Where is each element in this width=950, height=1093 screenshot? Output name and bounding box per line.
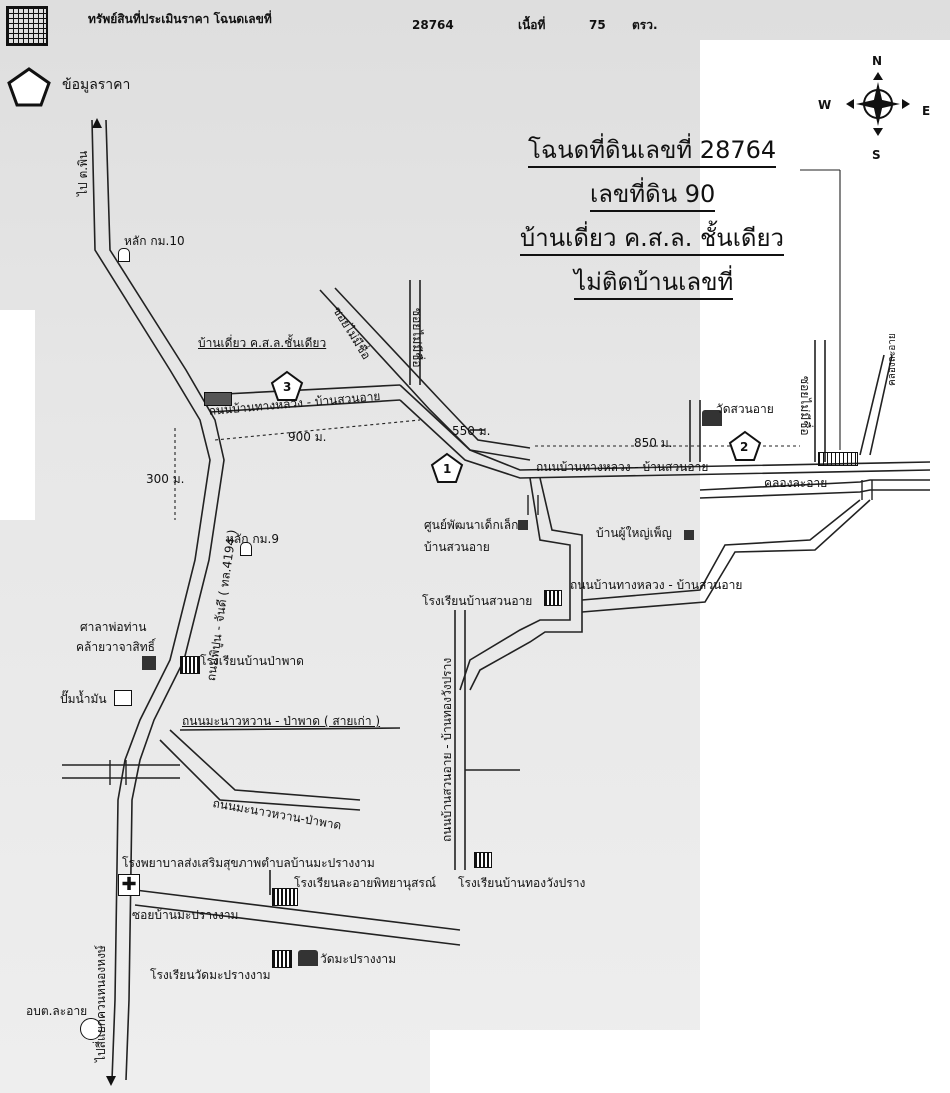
white-patch-bottom: [430, 1030, 950, 1093]
label-km9: หลัก กม.9: [226, 532, 279, 546]
label-school-thong: โรงเรียนบ้านทองวังปราง: [458, 876, 586, 890]
label-road-thanghluang-2: ถนนบ้านทางหลวง - บ้านสวนอาย: [570, 578, 743, 592]
header-area-value: 75: [589, 18, 606, 32]
label-road-manaw: ถนนมะนาวหวาน - ป่าพาด ( สายเก่า ): [182, 714, 381, 728]
white-patch-left: [0, 310, 35, 520]
label-road-main: ถนนบ้านทางหลวง - บ้านสวนอาย: [536, 460, 709, 474]
label-canal-lane: คลองละอาย: [887, 333, 898, 386]
label-school-wat-maprang: โรงเรียนวัดมะปรางงาม: [150, 968, 271, 982]
compass-s: S: [872, 148, 881, 162]
marker-1: [430, 452, 464, 483]
title-no-house-no: ไม่ติดบ้านเลขที่: [574, 268, 734, 300]
gas-station-icon: [114, 690, 132, 706]
grid-legend-icon: [6, 6, 48, 46]
label-soi-maprang: ซอยบ้านมะปรางงาม: [132, 908, 239, 922]
marker-3-number: 3: [283, 380, 292, 394]
marker-2-number: 2: [740, 440, 749, 454]
label-hospital: โรงพยาบาลส่งเสริมสุขภาพตำบลบ้านมะปรางงาม: [122, 856, 375, 870]
subject-land-grid-icon: [818, 452, 858, 466]
header-area-unit: ตรว.: [632, 18, 658, 32]
label-school-laai: โรงเรียนละอายพิทยานุสรณ์: [294, 876, 437, 890]
label-tambon: อบต.ละอาย: [26, 1004, 88, 1018]
label-gas: ปั๊มน้ำมัน: [60, 692, 107, 706]
label-soi-no-name-3: ซอยไม่มีชื่อ: [798, 376, 812, 436]
title-deed: โฉนดที่ดินเลขที่ 28764: [528, 136, 777, 168]
label-dist-550: 550 ม.: [452, 424, 491, 438]
label-child-center: ศูนย์พัฒนาเด็กเล็ก: [424, 518, 519, 532]
label-house3: บ้านเดี่ยว ค.ส.ล.ชั้นเดียว: [198, 336, 327, 350]
label-km10: หลัก กม.10: [124, 234, 185, 248]
label-dist-850: 850 ม.: [634, 436, 673, 450]
header-deed-value: 28764: [412, 18, 454, 32]
house-3-icon: [204, 392, 232, 406]
km9-post-icon: [240, 542, 252, 556]
label-road-suanai-thong: ถนนบ้านสวนอาย - บ้านทองวังปราง: [440, 657, 454, 842]
km10-post-icon: [118, 248, 130, 262]
arrow-down-icon: [106, 1076, 116, 1086]
school-laai-icon: [272, 888, 298, 906]
compass-n: N: [872, 54, 883, 68]
label-school-papad: โรงเรียนบ้านป่าพาด: [200, 654, 304, 668]
header-area-label: เนื้อที่: [518, 18, 546, 32]
compass-e: E: [922, 104, 931, 118]
label-sala-2: คล้ายวาจาสิทธิ์: [76, 640, 155, 654]
label-road-phin: ไป ต.พิน: [76, 150, 90, 196]
label-wat-suanai: วัดสวนอาย: [716, 402, 774, 416]
pentagon-legend-icon: [7, 67, 51, 107]
elder-house-icon: [684, 530, 694, 540]
title-house-type: บ้านเดี่ยว ค.ส.ล. ชั้นเดียว: [520, 224, 785, 256]
tambon-office-icon: [80, 1018, 102, 1040]
label-child-center-2: บ้านสวนอาย: [424, 540, 490, 554]
temple-suanai-icon: [702, 410, 722, 426]
marker-1-number: 1: [443, 462, 452, 476]
label-canal: คลองละอาย: [764, 476, 828, 490]
header-property-label: ทรัพย์สินที่ประเมินราคา โฉนดเลขที่: [88, 12, 272, 26]
label-elder-house: บ้านผู้ใหญ่เพ็ญ: [596, 526, 672, 540]
school-papad-icon: [180, 656, 200, 674]
label-dist-900: 900 ม.: [288, 430, 327, 444]
marker-3: [270, 370, 304, 401]
label-to-junction: ไปสี่แยกควนหนองหงษ์: [94, 945, 108, 1062]
label-sala: ศาลาพ่อท่าน: [80, 620, 147, 634]
label-soi-no-name-2: ซอยไม่มีชื่อ: [410, 308, 424, 368]
legend-price-label: ข้อมูลราคา: [62, 77, 131, 93]
hospital-icon: ✚: [118, 874, 140, 896]
title-land-no: เลขที่ดิน 90: [590, 180, 716, 212]
compass-w: W: [818, 98, 832, 112]
label-wat-maprang: วัดมะปรางงาม: [320, 952, 397, 966]
label-school-suanai: โรงเรียนบ้านสวนอาย: [422, 594, 533, 608]
school-thong-icon: [474, 852, 492, 868]
sala-icon: [142, 656, 156, 670]
label-dist-300: 300 ม.: [146, 472, 185, 486]
compass-icon: [846, 72, 910, 136]
school-suanai-icon: [544, 590, 562, 606]
child-center-icon: [518, 520, 528, 530]
temple-maprang-icon: [298, 950, 318, 966]
marker-2: [728, 430, 762, 461]
school-wat-maprang-icon: [272, 950, 292, 968]
arrow-up-icon: [92, 118, 102, 128]
